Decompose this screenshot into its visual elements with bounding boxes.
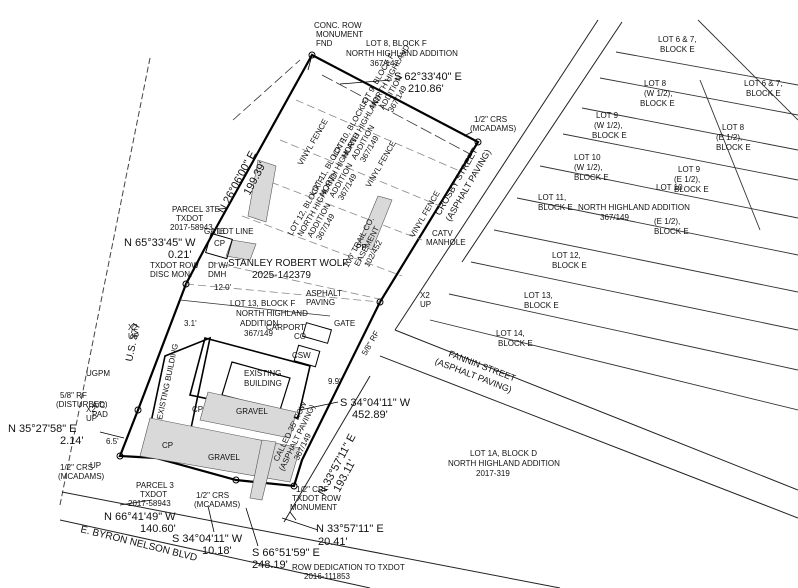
owner-name: STANLEY ROBERT WOLF — [228, 258, 348, 269]
dist-s4: 20.41' — [318, 536, 348, 548]
property-boundary — [118, 53, 480, 488]
crosby-row-east — [461, 21, 623, 263]
dist-sw2: 2.14' — [60, 435, 84, 447]
bearing-sw1: N 65°33'45" W — [124, 237, 196, 249]
svg-text:LOT 13,BLOCK E: LOT 13,BLOCK E — [524, 291, 559, 310]
bearing-east: S 34°04'11" W — [340, 397, 411, 409]
dist-east: 452.89' — [352, 409, 388, 421]
owner-doc: 2025-142379 — [252, 270, 311, 281]
dist-sw1: 0.21' — [168, 249, 192, 261]
byron-row-north — [61, 491, 561, 588]
svg-text:LOT 8(E 1/2),BLOCK E: LOT 8(E 1/2),BLOCK E — [716, 123, 751, 152]
dist-s3: 248.19' — [252, 559, 288, 571]
svg-text:LOT 9(E 1/2),BLOCK E: LOT 9(E 1/2),BLOCK E — [674, 165, 709, 194]
row-line-east — [283, 375, 371, 523]
svg-text:LOT 11,BLOCK E: LOT 11,BLOCK E — [538, 193, 573, 212]
svg-text:DI W/DMH: DI W/DMH — [208, 261, 229, 279]
dist-north: 210.86' — [408, 83, 444, 95]
svg-text:LOT 9(W 1/2),BLOCK E: LOT 9(W 1/2),BLOCK E — [592, 111, 627, 140]
svg-text:1/2" CRS(MCADAMS): 1/2" CRS(MCADAMS) — [470, 115, 517, 133]
svg-text:UGPM: UGPM — [86, 369, 110, 378]
fannin-row-south — [379, 355, 798, 519]
dist-s1: 140.60' — [140, 523, 176, 535]
svg-text:LOT 13, BLOCK FNORTH HIGHLANDA: LOT 13, BLOCK FNORTH HIGHLANDADDITION367… — [230, 299, 308, 338]
byron-row-south — [59, 519, 371, 588]
fannin-row-north — [394, 329, 798, 491]
bearing-s2: S 34°04'11" W — [172, 533, 243, 545]
svg-text:LOT 6 & 7,BLOCK E: LOT 6 & 7,BLOCK E — [658, 35, 697, 54]
svg-text:LOT 14,BLOCK E: LOT 14,BLOCK E — [496, 329, 533, 348]
svg-text:GATE: GATE — [334, 319, 355, 328]
bearing-north: S 62°33'40" E — [394, 71, 462, 83]
svg-text:6.5': 6.5' — [106, 437, 119, 446]
svg-text:GRAVEL: GRAVEL — [208, 453, 240, 462]
svg-text:12.0': 12.0' — [214, 283, 232, 292]
svg-text:1/2" CRS(MCADAMS): 1/2" CRS(MCADAMS) — [58, 463, 105, 481]
dist-s2: 10.18' — [202, 545, 232, 557]
svg-text:PP: PP — [356, 243, 367, 252]
svg-text:5/8" RF: 5/8" RF — [360, 329, 381, 357]
svg-text:CSW: CSW — [292, 351, 311, 360]
svg-text:LOT 10(E 1/2),BLOCK E: LOT 10(E 1/2),BLOCK E — [654, 183, 689, 236]
svg-text:VINYL FENCE: VINYL FENCE — [296, 117, 330, 167]
svg-text:CP: CP — [192, 405, 203, 414]
svg-text:3.1': 3.1' — [184, 319, 197, 328]
svg-text:5/8" RF(DISTURBED): 5/8" RF(DISTURBED) — [56, 391, 108, 409]
bearing-s1: N 66°41'49" W — [104, 511, 176, 523]
svg-text:LOT 8(W 1/2),BLOCK E: LOT 8(W 1/2),BLOCK E — [640, 79, 675, 108]
us377-row — [59, 57, 151, 506]
svg-text:GATE: GATE — [204, 227, 225, 236]
svg-text:LOT 10(W 1/2),BLOCK E: LOT 10(W 1/2),BLOCK E — [574, 153, 609, 182]
bearing-s4: N 33°57'11" E — [316, 523, 384, 535]
svg-text:100' TRAIL CO.EASEMENT102/452: 100' TRAIL CO.EASEMENT102/452 — [342, 215, 392, 277]
svg-text:1/2" CRS(MCADAMS): 1/2" CRS(MCADAMS) — [194, 491, 241, 509]
existing-building-2-outline — [189, 337, 311, 419]
crosby-row-west — [394, 19, 599, 331]
svg-text:LOT 6 & 7,BLOCK E: LOT 6 & 7,BLOCK E — [744, 79, 783, 98]
svg-text:LOT 12,BLOCK E: LOT 12,BLOCK E — [552, 251, 587, 270]
bearing-s3: S 66°51'59" E — [252, 547, 320, 559]
svg-text:NORTH HIGHLAND ADDITION367/149: NORTH HIGHLAND ADDITION367/149 — [578, 203, 690, 222]
svg-text:CP: CP — [214, 239, 225, 248]
svg-text:GRAVEL: GRAVEL — [236, 407, 268, 416]
svg-text:9.9': 9.9' — [328, 377, 341, 386]
svg-text:UP: UP — [90, 461, 101, 470]
svg-text:CP: CP — [162, 441, 173, 450]
svg-text:LOT 8, BLOCK FNORTH HIGHLAND A: LOT 8, BLOCK FNORTH HIGHLAND ADDITION367… — [346, 39, 458, 68]
bearing-sw2: N 35°27'58" E — [8, 423, 77, 435]
svg-text:LOT LINE: LOT LINE — [218, 227, 253, 236]
